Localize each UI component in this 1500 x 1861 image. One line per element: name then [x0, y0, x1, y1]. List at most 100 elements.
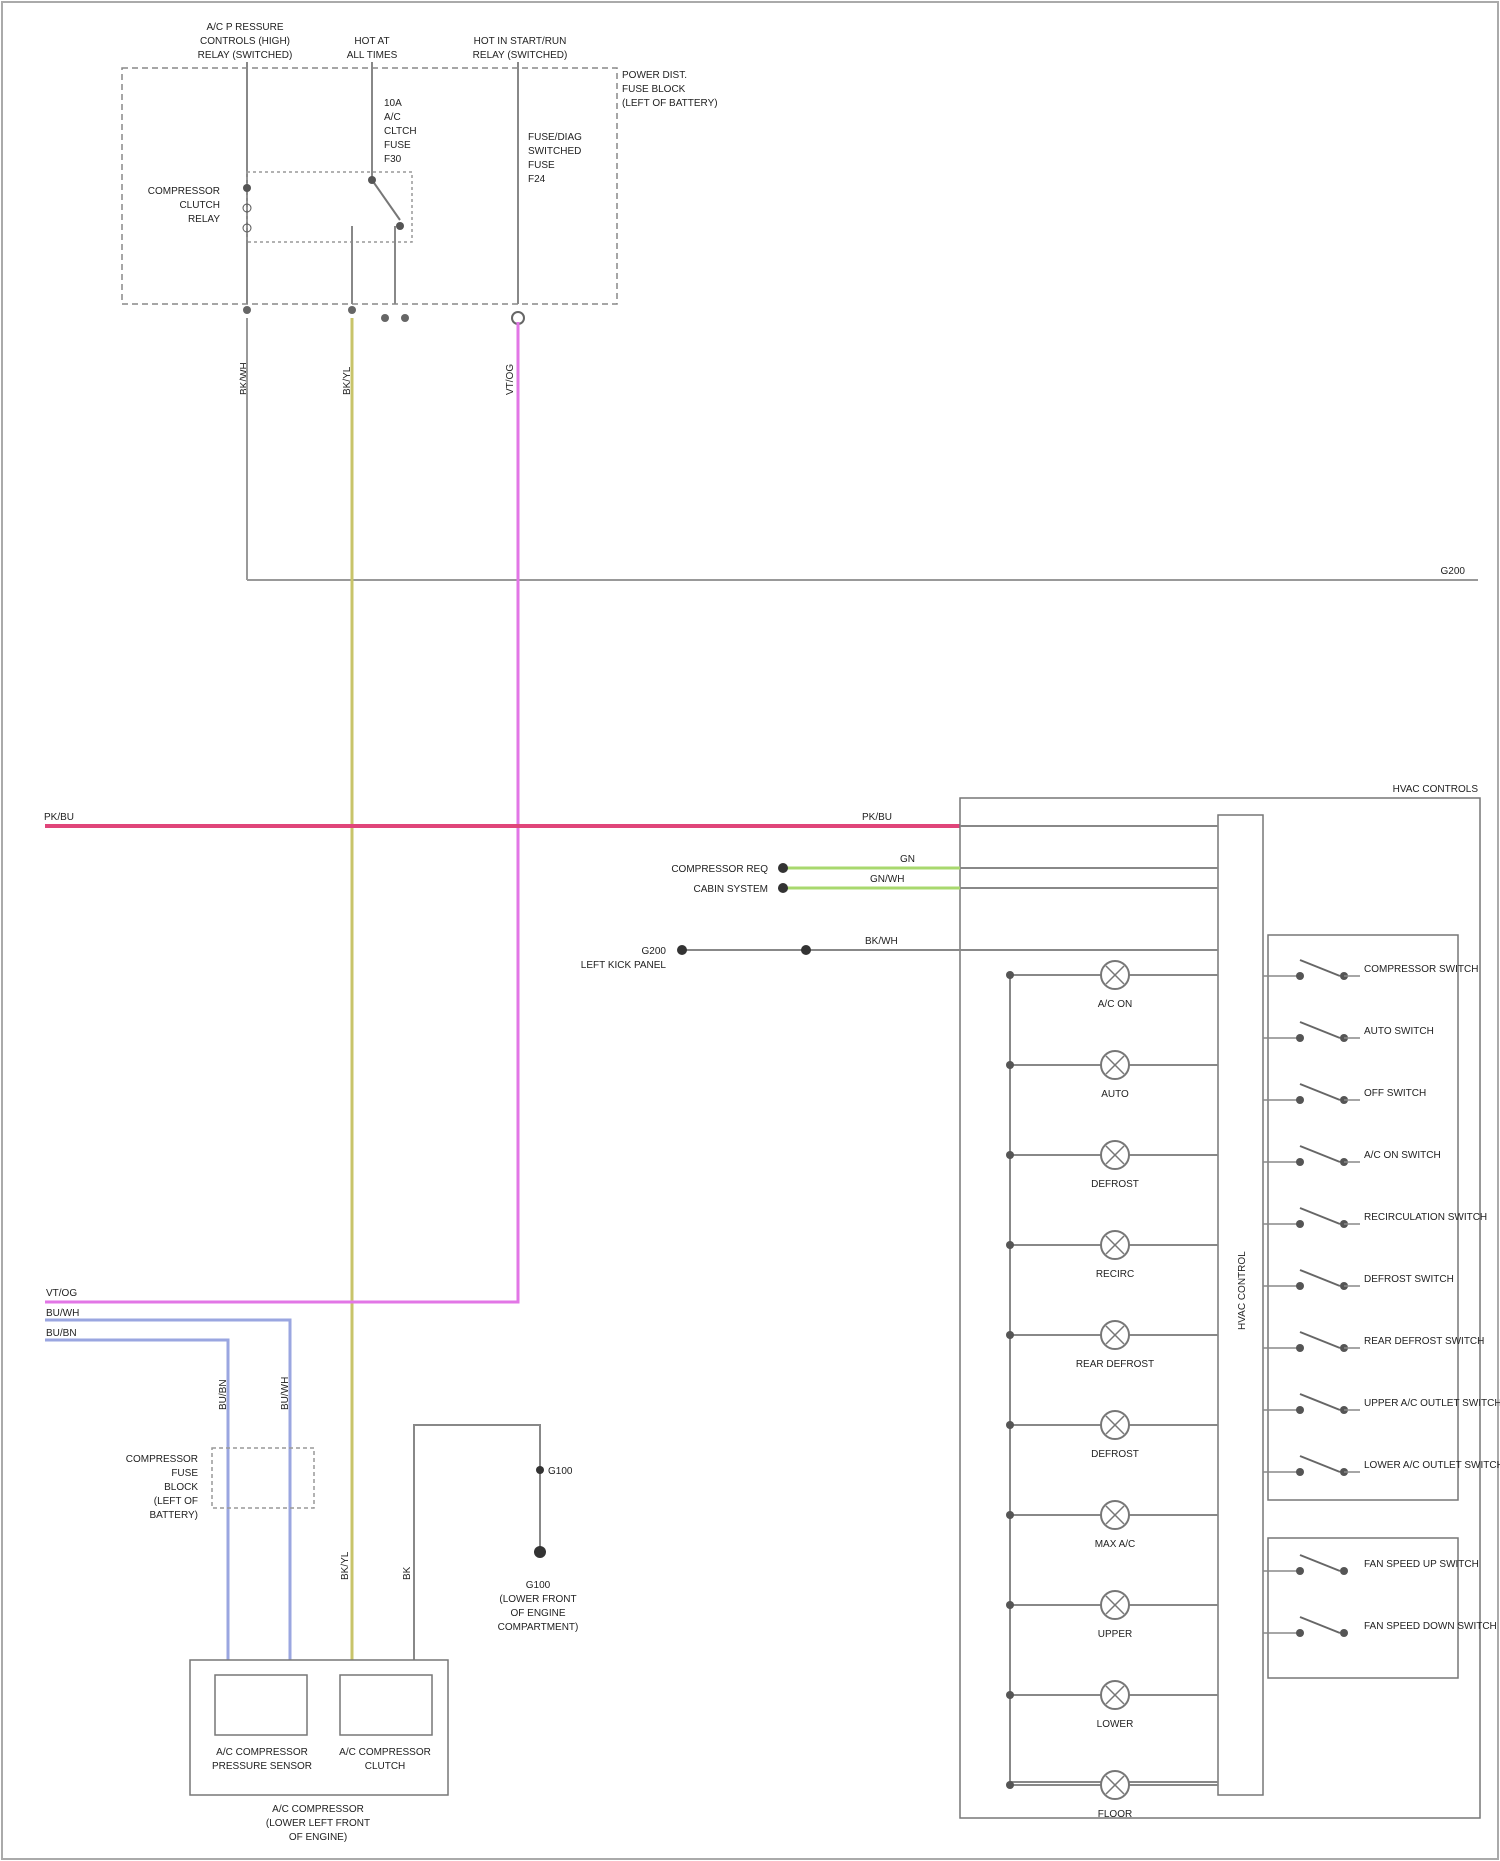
- ground-box-label-2: (LOWER FRONT: [499, 1594, 576, 1605]
- ground-splice: [801, 945, 811, 955]
- indicator-label: RECIRC: [1096, 1269, 1134, 1280]
- relay-internal: [247, 172, 412, 242]
- bus-node: [1006, 1421, 1014, 1429]
- switch-label: COMPRESSOR SWITCH: [1364, 964, 1478, 975]
- fan-switch-label: FAN SPEED DOWN SWITCH: [1364, 1621, 1497, 1632]
- fuse-block-label-5: BATTERY): [149, 1510, 198, 1521]
- control-switch: LOWER A/C OUTLET SWITCH: [1263, 1456, 1500, 1476]
- indicator-label: MAX A/C: [1095, 1539, 1136, 1550]
- relay-left-label-2: CONTROLS (HIGH): [200, 36, 290, 47]
- ground-sub: LEFT KICK PANEL: [581, 960, 667, 971]
- control-switch: DEFROST SWITCH: [1263, 1270, 1454, 1290]
- fuse-block-label-4: (LEFT OF: [154, 1496, 198, 1507]
- bus-node: [1006, 1151, 1014, 1159]
- indicator-lamp: UPPER: [1006, 1591, 1218, 1640]
- switch-contact: [1300, 1456, 1340, 1472]
- switch-label: DEFROST SWITCH: [1364, 1274, 1454, 1285]
- indicator-lamp: A/C ON: [1006, 961, 1218, 1010]
- bus-node: [1006, 1511, 1014, 1519]
- switch-contact: [1300, 960, 1340, 976]
- ground-box-label-1: G100: [526, 1580, 551, 1591]
- box-label-2: FUSE BLOCK: [622, 84, 686, 95]
- indicator-lamp: DEFROST: [1006, 1411, 1218, 1460]
- bus-node: [1006, 1061, 1014, 1069]
- relay-terminal-1: [243, 184, 251, 192]
- switch-label: OFF SWITCH: [1364, 1088, 1426, 1099]
- sensor1-label-2: PRESSURE SENSOR: [212, 1761, 312, 1772]
- switched-power-wire: [45, 322, 518, 1302]
- power-distribution-box: A/C P RESSURE CONTROLS (HIGH) RELAY (SWI…: [122, 22, 718, 395]
- switch-contact: [1300, 1270, 1340, 1286]
- input-name-2: CABIN SYSTEM: [694, 884, 768, 895]
- sensor2-label-2: CLUTCH: [365, 1761, 406, 1772]
- bus-node: [1006, 1331, 1014, 1339]
- relay-mid-label-2: ALL TIMES: [347, 50, 398, 61]
- switch-label: A/C ON SWITCH: [1364, 1150, 1441, 1161]
- ground-node: [677, 945, 687, 955]
- left-wire-group: VT/OG BU/WH BU/BN: [45, 1288, 290, 1660]
- pin-1: [243, 306, 251, 314]
- control-switch: OFF SWITCH: [1263, 1084, 1426, 1104]
- fuse-b-line-2: SWITCHED: [528, 146, 581, 157]
- indicator-label: A/C ON: [1098, 999, 1132, 1010]
- sensor-ref-wire: [45, 1340, 228, 1660]
- relay-terminal-5: [396, 222, 404, 230]
- assembly-label-3: OF ENGINE): [289, 1832, 347, 1843]
- fan-switch: FAN SPEED DOWN SWITCH: [1263, 1617, 1497, 1637]
- relay-coil-label-3: RELAY: [188, 214, 220, 225]
- pin-3: [381, 314, 389, 322]
- switch-label: UPPER A/C OUTLET SWITCH: [1364, 1398, 1500, 1409]
- relay-right-label-1: HOT IN START/RUN: [474, 36, 567, 47]
- fuse-block-label-3: BLOCK: [164, 1482, 198, 1493]
- fan-switch-label: FAN SPEED UP SWITCH: [1364, 1559, 1479, 1570]
- fuse-b-line-4: F24: [528, 174, 546, 185]
- bus-node: [1006, 1601, 1014, 1609]
- compressor-outline: [190, 1660, 448, 1795]
- control-switch: COMPRESSOR SWITCH: [1263, 960, 1478, 980]
- left-wire-1: VT/OG: [46, 1288, 77, 1299]
- indicator-label: DEFROST: [1091, 1179, 1139, 1190]
- fan-switch: FAN SPEED UP SWITCH: [1263, 1555, 1479, 1575]
- left-wire-3: BU/BN: [46, 1328, 77, 1339]
- wire-tag-1: BK/WH: [239, 362, 250, 395]
- can-bus-wire: PK/BU PK/BU: [44, 812, 960, 826]
- relay-left-label-1: A/C P RESSURE: [206, 22, 283, 33]
- relay-terminal-4: [368, 176, 376, 184]
- relay-switch-contact: [372, 180, 400, 220]
- switch-label: RECIRCULATION SWITCH: [1364, 1212, 1487, 1223]
- input-wire-1-color: GN: [900, 854, 915, 865]
- ground-run: G200: [247, 318, 1478, 580]
- bus-node: [1006, 1691, 1014, 1699]
- indicator-lamp: REAR DEFROST: [1006, 1321, 1218, 1370]
- bus-node: [1006, 971, 1014, 979]
- sensor1-label-1: A/C COMPRESSOR: [216, 1747, 308, 1758]
- indicator-lamp: LOWER: [1006, 1681, 1218, 1730]
- pin-2: [348, 306, 356, 314]
- bottom-wire-tag-3: BK/YL: [340, 1551, 351, 1580]
- switch-contact: [1300, 1617, 1340, 1633]
- fuse-a-line-4: FUSE: [384, 140, 411, 151]
- ground-box-label-5: G100: [548, 1466, 573, 1477]
- switch-label: REAR DEFROST SWITCH: [1364, 1336, 1484, 1347]
- bottom-wire-tag-2: BU/WH: [280, 1377, 291, 1410]
- fuse-a-line-5: F30: [384, 154, 402, 165]
- switch-contact: [1300, 1022, 1340, 1038]
- fuse-block-label-2: FUSE: [171, 1468, 198, 1479]
- assembly-label-2: (LOWER LEFT FRONT: [266, 1818, 370, 1829]
- fan-switches: FAN SPEED UP SWITCH FAN SPEED DOWN SWITCH: [1263, 1555, 1497, 1637]
- assembly-label-1: A/C COMPRESSOR: [272, 1804, 364, 1815]
- fuse-a-line-2: A/C: [384, 112, 401, 123]
- ground-point-bottom: [534, 1546, 546, 1558]
- indicator-lamp: RECIRC: [1006, 1231, 1218, 1280]
- input-node-2: [778, 883, 788, 893]
- bottom-wire-tag-4: BK: [402, 1566, 413, 1580]
- bus-node: [1006, 1781, 1014, 1789]
- hvac-controller-label: HVAC CONTROL: [1237, 1251, 1248, 1330]
- ground-box-label-4: COMPARTMENT): [498, 1622, 579, 1633]
- wire-tag-4: VT/OG: [505, 364, 516, 395]
- indicator-lamp: DEFROST: [1006, 1141, 1218, 1190]
- compressor-clutch: [340, 1675, 432, 1735]
